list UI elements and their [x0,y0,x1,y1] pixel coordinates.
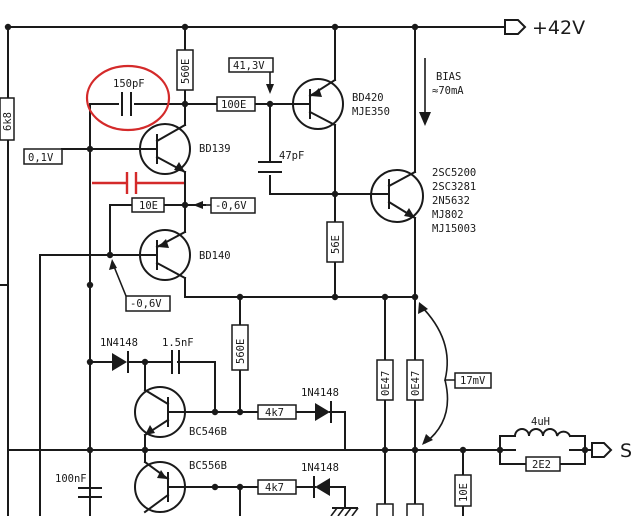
resistor-10e-bottom-label: 10E [458,483,470,502]
inductor: 4uH [513,416,572,438]
diode-2: 1N4148 [301,387,339,423]
transistor-power-label-2: 2SC3281 [432,181,476,193]
resistor-0e47-b: 0E47 [406,359,424,401]
resistor-4k7-a-label: 4k7 [265,407,284,419]
highlight-circle [85,64,171,132]
resistor-10-label: 10E [139,200,158,212]
capacitor-150pf-label: 150pF [113,78,145,90]
junction-dots [4,23,589,491]
ground-icon [330,507,359,516]
resistor-partial-a [376,503,394,516]
capacitor-100nf-label: 100nF [55,473,87,485]
added-capacitor-red [92,172,184,194]
resistor-4k7-b: 4k7 [257,479,297,495]
diode-3: 1N4148 [301,462,339,498]
voltage-callout-neg06-a: -0,6V [193,197,256,214]
inductor-label: 4uH [531,416,550,428]
voltage-callout-neg06-b-label: -0,6V [130,298,162,310]
resistor-4k7-a: 4k7 [257,404,297,420]
resistor-56-label: 56E [330,235,342,254]
resistor-4k7-b-label: 4k7 [265,482,284,494]
transistor-bd139: BD139 [139,123,231,175]
resistor-0e47-b-label: 0E47 [410,371,422,396]
resistor-560-top: 560E [176,49,194,91]
resistor-10e-bottom: 10E [454,474,472,507]
output-label: S [620,440,632,462]
bias-annotation: BIAS ≈70mA [419,58,464,126]
capacitor-1n5-label: 1.5nF [162,337,194,349]
transistor-bd420-label-2: MJE350 [352,106,390,118]
transistor-power-label-3: 2N5632 [432,195,470,207]
voltage-callout-41v-label: 41,3V [233,60,265,72]
transistor-power-label-1: 2SC5200 [432,167,476,179]
resistor-560-top-label: 560E [180,59,192,84]
capacitor-100nf: 100nF [55,473,102,498]
output-terminal: S [591,440,632,462]
resistor-6k8-label: 6k8 [2,112,14,131]
capacitor-150pf: 150pF [113,78,145,116]
voltage-callout-17mv: 17mV [418,302,492,445]
transistor-bc556b: BC556B [134,460,227,514]
resistor-560-mid-label: 560E [235,339,247,364]
resistor-56: 56E [326,221,344,263]
voltage-callout-neg06-b: -0,6V [109,259,171,312]
transistor-bd420: BD420 MJE350 [292,78,390,130]
resistor-100: 100E [216,96,256,112]
voltage-callout-17mv-label: 17mV [460,375,486,387]
resistor-partial-b [406,503,424,516]
transistor-power-label-4: MJ802 [432,209,464,221]
diode-2-label: 1N4148 [301,387,339,399]
voltage-callout-41v: 41,3V [228,57,274,94]
resistor-0e47-a: 0E47 [376,359,394,401]
voltage-callout-01v: 0,1V [23,148,63,165]
transistor-bd140: BD140 [139,229,231,281]
transistor-bc546b-label: BC546B [189,426,227,438]
capacitor-47pf: 47pF [258,150,304,173]
resistor-0e47-a-label: 0E47 [380,371,392,396]
resistor-2e2-label: 2E2 [532,459,551,471]
diode-3-label: 1N4148 [301,462,339,474]
resistor-10: 10E [131,197,165,213]
diode-1-label: 1N4148 [100,337,138,349]
resistor-100-label: 100E [221,99,246,111]
supply-terminal: +42V [504,17,585,39]
transistor-bd420-label-1: BD420 [352,92,384,104]
transistor-bd139-label: BD139 [199,143,231,155]
resistor-2e2: 2E2 [525,456,561,472]
transistor-bc546b: BC546B [134,386,227,438]
transistor-bd140-label: BD140 [199,250,231,262]
voltage-callout-neg06-a-label: -0,6V [215,200,247,212]
resistor-6k8: 6k8 [0,97,15,141]
supply-label: +42V [532,17,585,39]
capacitor-47pf-label: 47pF [279,150,304,162]
bias-current: ≈70mA [432,85,464,97]
capacitor-1n5: 1.5nF [162,337,194,374]
transistor-power-label-5: MJ15003 [432,223,476,235]
transistor-power: 2SC5200 2SC3281 2N5632 MJ802 MJ15003 [369,167,476,235]
diode-1: 1N4148 [100,337,138,373]
bias-title: BIAS [436,71,461,83]
transistor-bc556b-label: BC556B [189,460,227,472]
wires [0,26,593,516]
voltage-callout-01v-label: 0,1V [28,152,54,164]
resistor-560-mid: 560E [231,324,249,371]
